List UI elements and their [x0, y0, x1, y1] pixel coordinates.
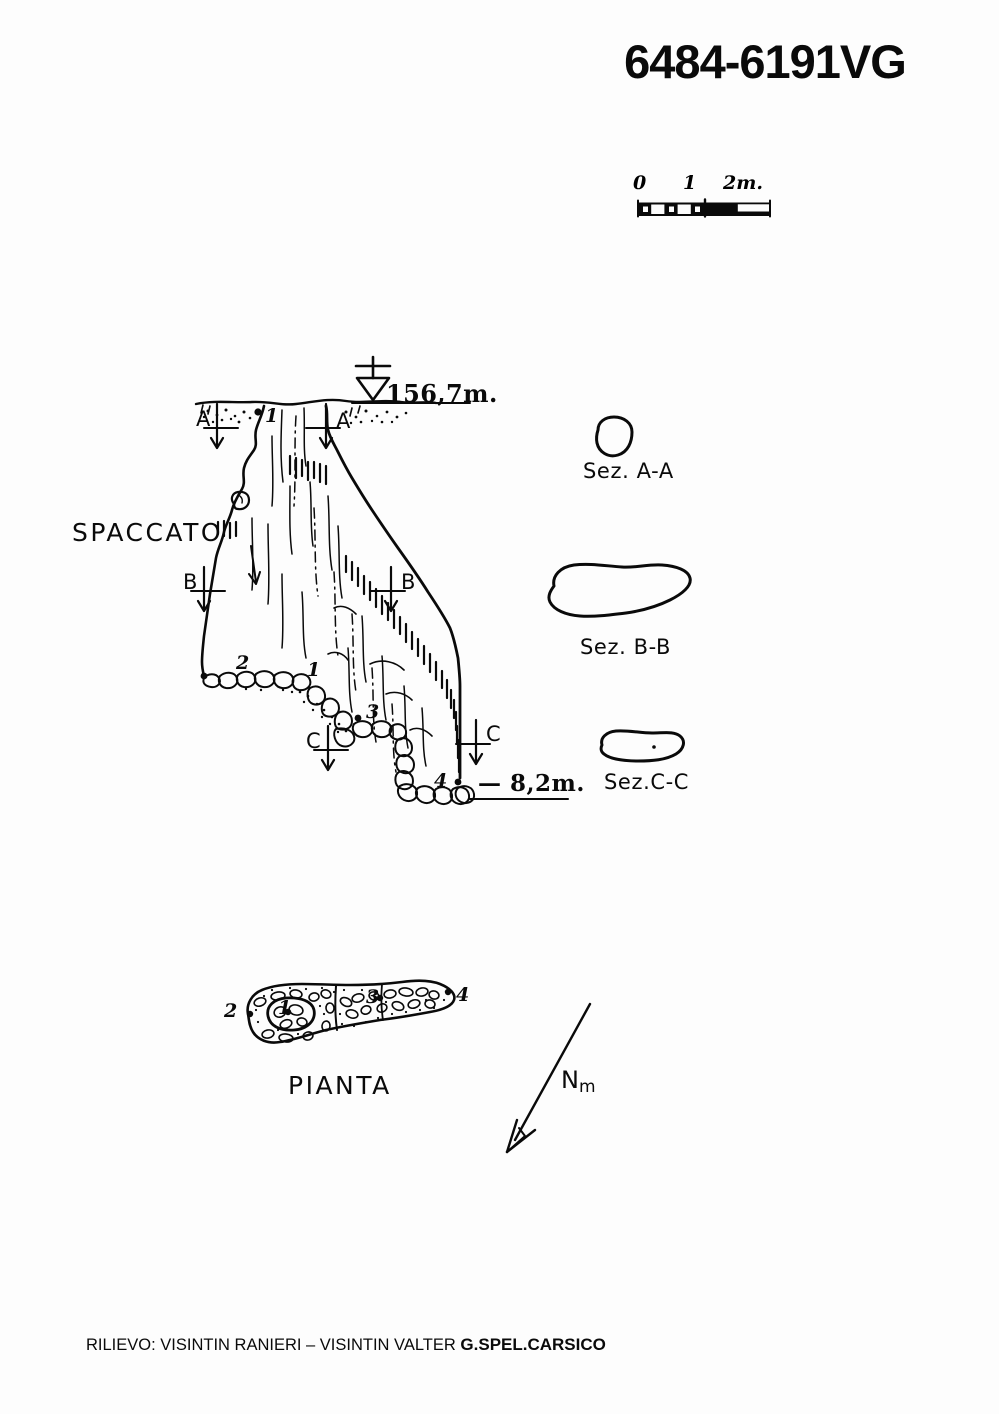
- plan-station-1: 1: [278, 997, 292, 1019]
- footer-credits: RILIEVO: VISINTIN RANIERI – VISINTIN VAL…: [86, 1335, 606, 1355]
- profile-station-3: 3: [366, 701, 380, 723]
- soil-stipple-right: [344, 409, 408, 425]
- station-dot-2: [200, 672, 208, 680]
- overhang-hatching: [216, 454, 461, 774]
- section-cut-c-right-arrow: [455, 718, 491, 766]
- ledge-strokes: [327, 605, 433, 737]
- station-dot-3: [354, 714, 362, 722]
- scale-bar-graphic: [637, 198, 771, 218]
- plan-station-dot-3: [376, 994, 384, 1002]
- cave-plan-drawing: [246, 979, 456, 1044]
- depth-underline: [469, 798, 569, 800]
- altitude-benchmark-icon: [354, 355, 392, 402]
- slope-stipple: [244, 687, 348, 734]
- scale-label-0: 0: [633, 172, 647, 194]
- page-title: 6484-6191VG: [624, 35, 907, 88]
- footer-surveyors: RILIEVO: VISINTIN RANIERI – VISINTIN VAL…: [86, 1336, 456, 1354]
- section-cut-a-left-arrow: [203, 402, 239, 450]
- section-aa-shape: [595, 415, 634, 458]
- plan-rubble: [253, 987, 440, 1043]
- scale-bar: 0 1 2m.: [633, 172, 783, 222]
- section-bb-shape: [547, 562, 692, 618]
- profile-station-2: 2: [236, 652, 250, 674]
- profile-station-mid: 1: [307, 659, 321, 681]
- plan-label: PIANTA: [288, 1071, 392, 1100]
- soil-hatch: [200, 404, 361, 417]
- section-cut-b-left-arrow: [190, 565, 226, 613]
- station-dot-4: [454, 778, 462, 786]
- section-aa-label: Sez. A-A: [583, 459, 674, 483]
- flow-arrow-icon: [248, 545, 261, 585]
- north-arrow-icon: [505, 1002, 592, 1154]
- section-cut-c-right-label: C: [486, 722, 501, 746]
- section-cc-shape: [599, 729, 685, 763]
- section-cut-a-right-arrow: [305, 402, 341, 450]
- section-cut-b-right-label: B: [401, 570, 416, 594]
- plan-station-dot-4: [444, 988, 452, 996]
- section-cut-b-right-arrow: [370, 565, 406, 613]
- profile-station-1: 1: [265, 405, 279, 427]
- wall-fluting: [251, 407, 427, 767]
- plan-station-dot-2: [246, 1010, 254, 1018]
- scale-bar-labels: 0 1 2m.: [633, 172, 783, 198]
- depth-label: — 8,2m.: [478, 770, 585, 797]
- plan-station-4: 4: [456, 984, 470, 1006]
- north-arrow-letter: N: [561, 1066, 579, 1094]
- section-cut-c-left-label: C: [306, 729, 321, 753]
- cave-profile-drawing: [194, 398, 476, 805]
- north-arrow-subscript: m: [578, 1077, 596, 1097]
- north-arrow-label: Nm: [561, 1066, 596, 1097]
- plan-station-dot-1: [284, 1008, 292, 1016]
- scale-label-1: 1: [683, 172, 697, 194]
- rubble-floor: [202, 670, 476, 805]
- plan-station-3: 3: [366, 986, 380, 1008]
- section-cut-c-left-arrow: [313, 724, 349, 772]
- section-cut-a-left-label: A: [196, 407, 211, 431]
- plan-station-2: 2: [224, 1000, 238, 1022]
- station-dot-1: [254, 408, 262, 416]
- section-cut-b-left-label: B: [183, 570, 198, 594]
- footer-group: G.SPEL.CARSICO: [460, 1335, 606, 1354]
- section-bb-label: Sez. B-B: [580, 635, 672, 659]
- plan-stipple: [254, 986, 446, 1036]
- profile-station-4: 4: [434, 770, 448, 792]
- scale-label-2: 2m.: [723, 172, 763, 194]
- profile-label: SPACCATO: [72, 518, 224, 547]
- section-cc-label: Sez.C-C: [604, 770, 690, 794]
